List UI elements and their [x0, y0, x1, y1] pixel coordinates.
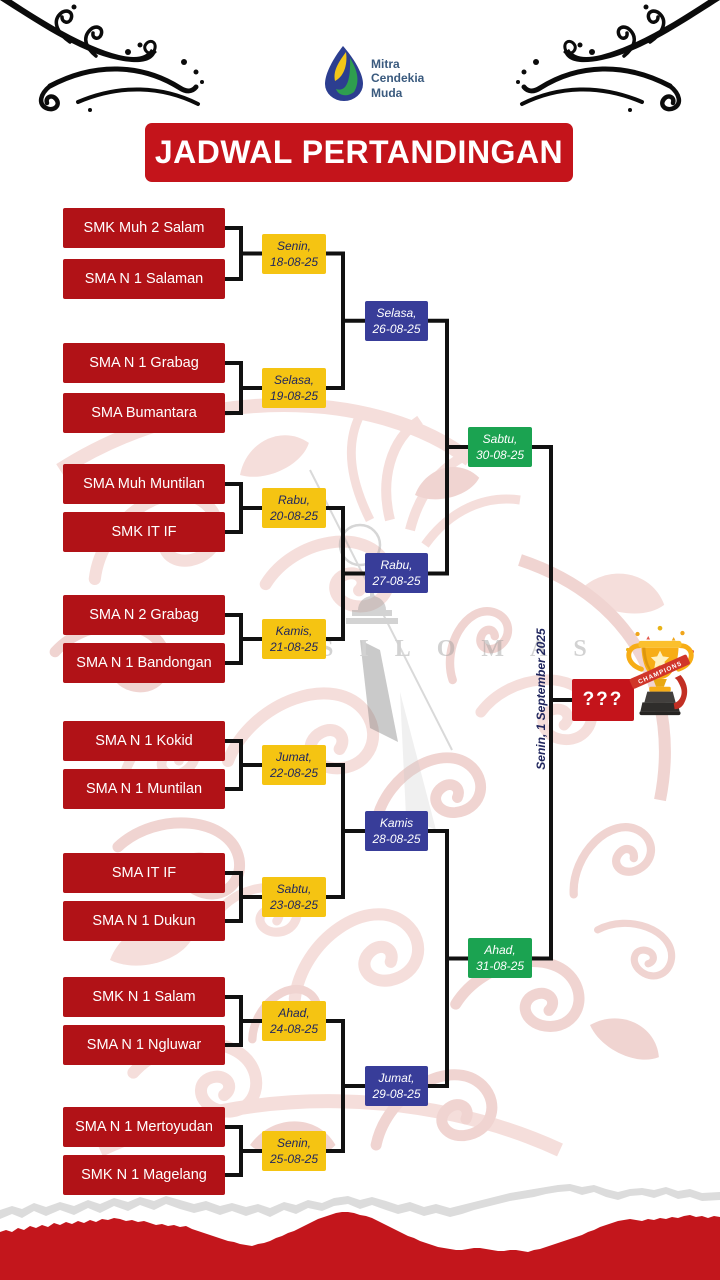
logo-wordmark: Mitra Cendekia Muda	[371, 57, 424, 100]
team-box: SMA N 1 Salaman	[63, 259, 225, 299]
logo-line-2: Cendekia	[371, 71, 425, 86]
match-date-box: Sabtu,23-08-25	[262, 877, 326, 917]
team-box: SMA IT IF	[63, 853, 225, 893]
match-date-box: Rabu,20-08-25	[262, 488, 326, 528]
flourish-right-icon	[516, 0, 720, 112]
torn-paper-edge	[0, 1184, 720, 1280]
team-box: SMK Muh 2 Salam	[63, 208, 225, 248]
match-date-box: Kamis,21-08-25	[262, 619, 326, 659]
trophy-icon: CHAMPIONS	[626, 625, 694, 716]
semifinal-date-box: Ahad,31-08-25	[468, 938, 532, 978]
team-box: SMA Muh Muntilan	[63, 464, 225, 504]
team-box: SMK N 1 Salam	[63, 977, 225, 1017]
logo-line-1: Mitra	[371, 57, 400, 71]
semifinal-date-box: Sabtu,30-08-25	[468, 427, 532, 467]
final-date-label: Senin, 1 September 2025	[534, 628, 548, 770]
team-box: SMA Bumantara	[63, 393, 225, 433]
team-box: SMK IT IF	[63, 512, 225, 552]
match-date-box: Jumat,22-08-25	[262, 745, 326, 785]
logo-line-3: Muda	[371, 85, 403, 100]
logo-icon	[325, 46, 363, 101]
quarterfinal-date-box: Rabu,27-08-25	[365, 553, 428, 593]
match-date-box: Selasa,19-08-25	[262, 368, 326, 408]
team-box: SMA N 1 Mertoyudan	[63, 1107, 225, 1147]
team-box: SMA N 1 Bandongan	[63, 643, 225, 683]
team-box: SMA N 1 Ngluwar	[63, 1025, 225, 1065]
match-date-box: Senin,25-08-25	[262, 1131, 326, 1171]
silomas-watermark: SILOMAS	[309, 469, 613, 830]
team-box: SMK N 1 Magelang	[63, 1155, 225, 1195]
team-box: SMA N 1 Dukun	[63, 901, 225, 941]
quarterfinal-date-box: Selasa,26-08-25	[365, 301, 428, 341]
team-box: SMA N 2 Grabag	[63, 595, 225, 635]
team-box: SMA N 1 Muntilan	[63, 769, 225, 809]
quarterfinal-date-box: Jumat,29-08-25	[365, 1066, 428, 1106]
match-date-box: Senin,18-08-25	[262, 234, 326, 274]
team-box: SMA N 1 Grabag	[63, 343, 225, 383]
final-winner-box: ???	[572, 679, 634, 721]
svg-text:SILOMAS: SILOMAS	[320, 636, 613, 662]
page-title: JADWAL PERTANDINGAN	[145, 123, 573, 182]
flourish-left-icon	[0, 0, 204, 112]
match-date-box: Ahad,24-08-25	[262, 1001, 326, 1041]
team-box: SMA N 1 Kokid	[63, 721, 225, 761]
